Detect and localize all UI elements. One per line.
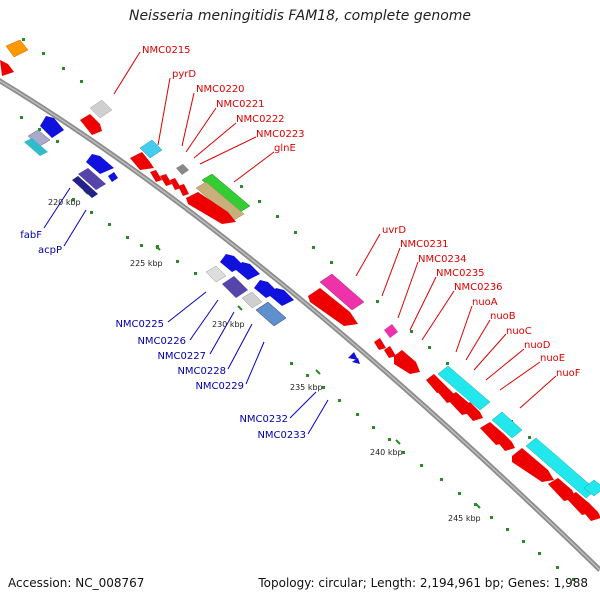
gene-label: NMC0225 — [115, 319, 164, 330]
gene-red-arrow — [80, 114, 102, 135]
gene-blue-arrow — [236, 262, 260, 280]
gene-red-long-arrow — [186, 192, 236, 224]
gene-label: NMC0226 — [137, 336, 186, 347]
gene-cyan-bar — [491, 411, 523, 439]
gene-label: nuoF — [556, 368, 581, 379]
gene-blue-arrow — [86, 154, 114, 174]
reverse-features — [24, 116, 360, 364]
scale-label: 240 kbp — [370, 448, 403, 457]
gene-blue-stripe — [72, 176, 98, 198]
gene-label: NMC0215 — [142, 45, 191, 56]
gene-label: NMC0235 — [436, 268, 485, 279]
gene-magenta-small — [384, 324, 398, 338]
gene-blue-small — [108, 172, 118, 182]
gene-steelblue-box — [255, 301, 287, 327]
scale-label: 220 kbp — [48, 198, 81, 207]
gene-label: NMC0233 — [257, 430, 306, 441]
gene-blue-small-arrow — [348, 352, 358, 360]
gene-red-long-arrow — [512, 448, 554, 482]
gene-red-arrow — [548, 478, 576, 501]
gene-label: nuoC — [506, 326, 532, 337]
gene-label: NMC0231 — [400, 239, 449, 250]
gene-red-small — [178, 184, 189, 196]
gene-red-arrow — [0, 60, 14, 76]
major-ticks — [83, 189, 481, 509]
gene-cyan-stripe — [24, 138, 48, 156]
gene-label: NMC0221 — [216, 99, 265, 110]
forward-leader-lines — [113, 51, 557, 409]
gene-label: nuoE — [540, 353, 565, 364]
scale-label: 245 kbp — [448, 514, 481, 523]
gene-label: acpP — [38, 245, 62, 256]
gene-label: NMC0228 — [177, 366, 226, 377]
topology-text: Topology: circular; Length: 2,194,961 bp… — [258, 576, 588, 590]
gene-red-small — [160, 174, 172, 186]
gene-grey-box — [89, 99, 113, 119]
gene-cyan-bar — [437, 365, 491, 411]
genome-backbone — [0, 78, 600, 572]
gene-red-small — [374, 338, 386, 350]
gene-red-small — [170, 178, 181, 190]
gene-label: nuoB — [490, 311, 516, 322]
reverse-leader-lines — [43, 187, 329, 435]
gene-label: NMC0234 — [418, 254, 467, 265]
scale-labels: 220 kbp 225 kbp 230 kbp 235 kbp 240 kbp … — [48, 198, 481, 523]
gene-cyan-bar — [583, 479, 600, 497]
gene-red-small — [384, 346, 396, 358]
genome-backbone-highlight — [0, 80, 600, 571]
reverse-gene-labels: fabF acpP NMC0225 NMC0226 NMC0227 NMC022… — [20, 230, 306, 441]
gene-orange-box — [5, 39, 29, 58]
forward-features — [0, 39, 600, 521]
gene-grey-box — [205, 265, 227, 283]
forward-gene-labels: NMC0215 pyrD NMC0220 NMC0221 NMC0222 NMC… — [142, 45, 581, 379]
gene-red-arrow — [130, 152, 154, 170]
gene-label: uvrD — [382, 225, 406, 236]
gene-label: fabF — [20, 230, 42, 241]
gene-label: NMC0229 — [195, 381, 244, 392]
gene-red-small — [150, 170, 162, 182]
gene-purple-box — [78, 168, 106, 190]
scale-label: 225 kbp — [130, 259, 163, 268]
gene-label: NMC0232 — [239, 414, 288, 425]
scale-label: 235 kbp — [290, 383, 323, 392]
gene-label: NMC0227 — [157, 351, 206, 362]
gene-blue-small-arrow — [352, 358, 360, 364]
map-title: Neisseria meningitidis FAM18, complete g… — [128, 8, 472, 24]
gene-label: NMC0223 — [256, 129, 305, 140]
gene-blue-arrow — [40, 116, 64, 138]
gene-red-arrow — [462, 402, 483, 421]
gene-magenta-bar — [319, 273, 365, 311]
gene-label: NMC0222 — [236, 114, 285, 125]
scale-label: 230 kbp — [212, 320, 245, 329]
accession-text: Accession: NC_008767 — [8, 576, 145, 590]
gene-label: NMC0236 — [454, 282, 503, 293]
gene-cyan-box — [139, 139, 163, 159]
gene-grey-small — [176, 164, 189, 175]
gene-red-arrow — [496, 434, 515, 451]
gene-red-arrow — [394, 350, 420, 374]
gene-label: nuoD — [524, 340, 551, 351]
gene-label: nuoA — [472, 297, 498, 308]
gene-purple-box — [222, 276, 248, 298]
gene-red-arrow — [580, 502, 600, 521]
gene-label: glnE — [274, 143, 296, 154]
gene-red-long-arrow — [308, 288, 358, 326]
inner-tick-dots — [20, 116, 575, 581]
gene-label: pyrD — [172, 69, 196, 80]
gene-label: NMC0220 — [196, 84, 245, 95]
gene-blue-arrow — [270, 288, 294, 306]
gene-grey-box — [241, 291, 263, 309]
